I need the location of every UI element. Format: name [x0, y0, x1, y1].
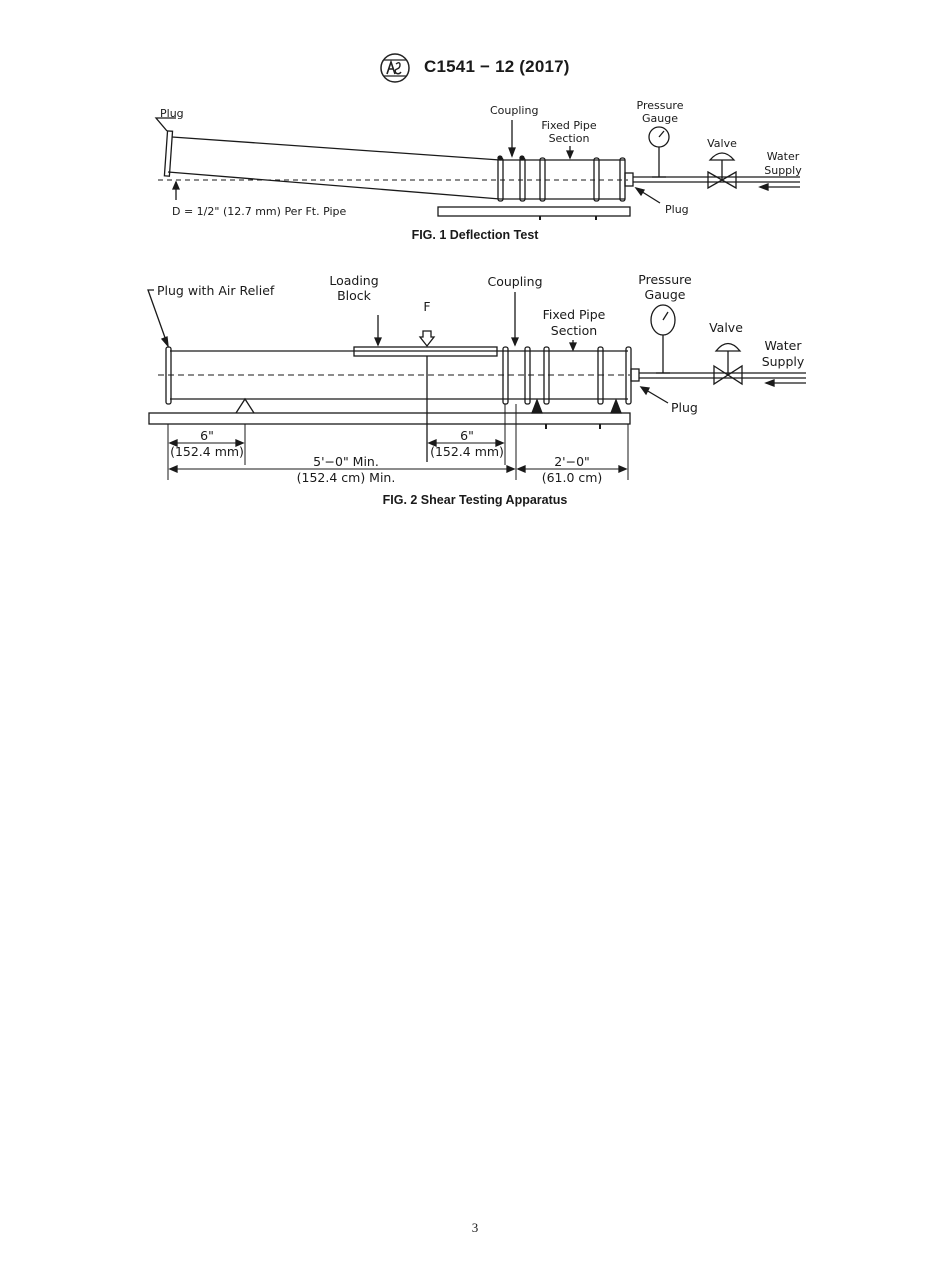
fig1-plug-left-label: Plug [160, 107, 184, 120]
fig2-dim-left-in: 6" [200, 428, 214, 443]
fig2-valve-label: Valve [709, 320, 743, 335]
fig2-pressure-label: Pressure [638, 272, 692, 287]
fig2-plug-right-label: Plug [671, 400, 698, 415]
fig1-plug-right-label: Plug [665, 203, 689, 216]
fig1-gauge-label: Gauge [642, 112, 678, 125]
fig2-water-label: Water [765, 338, 803, 353]
fig1-section-label: Section [549, 132, 590, 145]
fig2-dim-fixed-ft: 2'−0" [554, 454, 590, 469]
fig1-valve-label: Valve [707, 137, 737, 150]
astm-logo-icon [380, 53, 410, 83]
fig1-supply-label: Supply [764, 164, 802, 177]
fig2-fixed-pipe-label: Fixed Pipe [543, 307, 606, 322]
fig1-pressure-label: Pressure [637, 99, 684, 112]
fig2-coupling-label: Coupling [487, 274, 542, 289]
fig2-force-label: F [423, 299, 430, 314]
fig2-shear-diagram: Plug with Air Relief Loading Block F Cou… [147, 272, 806, 485]
fig1-coupling-label: Coupling [490, 104, 538, 117]
fig1-water-label: Water [767, 150, 800, 163]
fig2-block-label: Block [337, 288, 372, 303]
fig1-deflection-label: D = 1/2" (12.7 mm) Per Ft. Pipe [172, 205, 347, 218]
fig2-dim-left-mm: (152.4 mm) [170, 444, 244, 459]
fig2-dim-mid-mm: (152.4 mm) [430, 444, 504, 459]
page-number: 3 [471, 1220, 479, 1235]
fig2-caption: FIG. 2 Shear Testing Apparatus [382, 493, 568, 507]
fig2-section-label: Section [551, 323, 597, 338]
fig2-gauge-label: Gauge [645, 287, 686, 302]
fig1-fixed-pipe-label: Fixed Pipe [541, 119, 596, 132]
document-header: C1541 − 12 (2017) [0, 52, 950, 86]
fig1-caption: FIG. 1 Deflection Test [411, 228, 539, 242]
fig2-loading-label: Loading [329, 273, 378, 288]
fig2-dim-total-ft: 5'−0" Min. [313, 454, 379, 469]
fig2-supply-label: Supply [762, 354, 805, 369]
fig2-dim-mid-in: 6" [460, 428, 474, 443]
standard-title: C1541 − 12 (2017) [424, 57, 570, 76]
fig1-deflection-diagram: Plug Coupling Fixed Pipe Section Pressur… [154, 99, 802, 220]
fig2-plug-air-label: Plug with Air Relief [157, 283, 275, 298]
fig2-dim-total-cm: (152.4 cm) Min. [297, 470, 396, 485]
fig2-dim-fixed-cm: (61.0 cm) [542, 470, 603, 485]
